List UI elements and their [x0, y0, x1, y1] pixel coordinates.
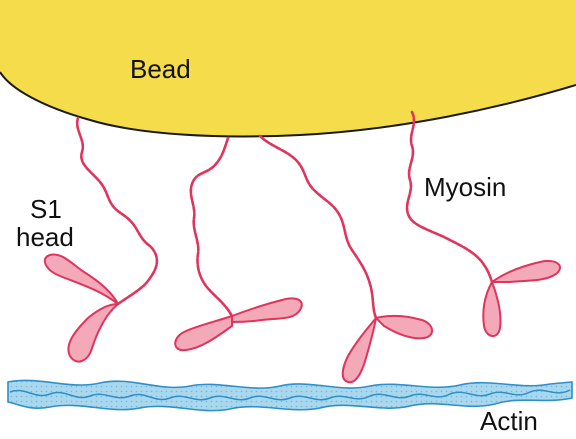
- s1-head: [175, 316, 232, 350]
- myosin-label: Myosin: [424, 174, 506, 200]
- s1-head-label-line2: head: [16, 224, 74, 250]
- myosin-molecule-2: [175, 138, 302, 350]
- bead: [0, 0, 576, 136]
- s1-head: [376, 316, 432, 338]
- myosin-tail: [260, 136, 376, 318]
- myosin-molecule-3: [260, 136, 432, 382]
- s1-head: [343, 318, 376, 382]
- actin-label: Actin: [480, 408, 538, 434]
- s1-head: [232, 298, 302, 322]
- s1-head: [45, 255, 118, 304]
- s1-head: [68, 304, 118, 362]
- bead-label: Bead: [130, 56, 191, 82]
- myosin-molecule-4: [407, 112, 560, 336]
- s1-head: [483, 282, 500, 336]
- myosin-tail: [191, 138, 232, 316]
- s1-head: [492, 261, 560, 282]
- s1-head-label-line1: S1: [30, 196, 62, 222]
